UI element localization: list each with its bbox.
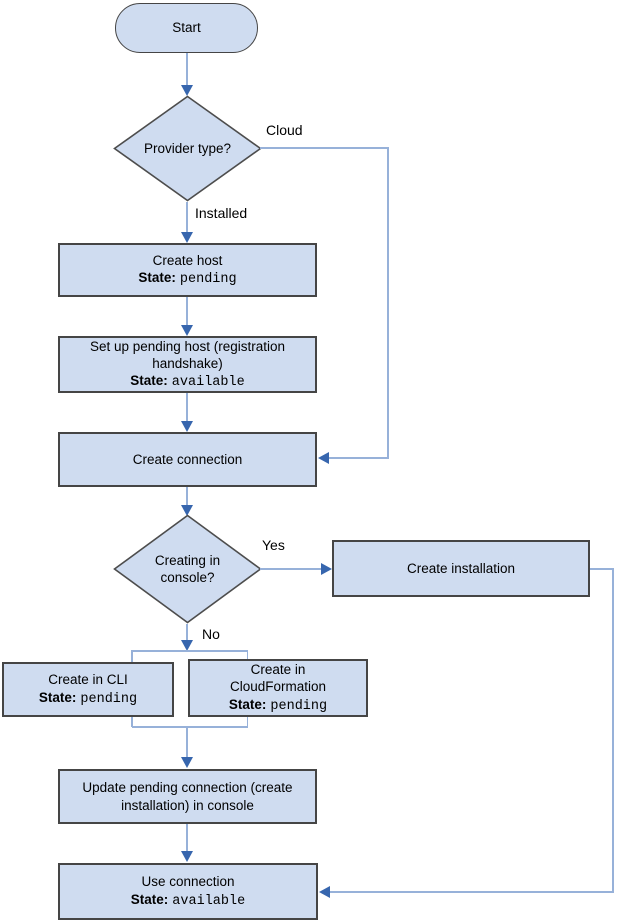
connector-cloud-top [260, 147, 389, 149]
edge-label-cloud: Cloud [266, 122, 303, 138]
arrowhead-down-icon [181, 421, 193, 432]
node-use-connection: Use connection State:available [58, 863, 318, 920]
use-connection-state: State:available [131, 891, 245, 910]
bracket-top-right-stub [246, 650, 248, 661]
update-pending-connection-title: Update pending connection (create instal… [82, 780, 293, 813]
node-create-connection: Create connection [58, 432, 317, 487]
connector-start-provider [186, 53, 188, 86]
diamond-shape [113, 514, 262, 624]
bracket-bottom-left-stub [131, 717, 133, 727]
arrowhead-down-icon [181, 757, 193, 768]
connector-installation-into-use [330, 891, 614, 893]
create-in-cli-state: State:pending [39, 689, 137, 708]
connector-update-use [186, 824, 188, 851]
connector-yes [260, 568, 321, 570]
state-value: pending [179, 272, 237, 287]
node-create-host: Create host State:pending [58, 243, 317, 297]
node-provider-type: Provider type? [113, 95, 262, 202]
arrowhead-down-icon [181, 505, 193, 516]
arrowhead-down-icon [181, 325, 193, 336]
node-create-installation: Create installation [332, 540, 590, 597]
create-installation-title: Create installation [406, 560, 516, 576]
state-label: State: [130, 891, 169, 907]
bracket-bottom-horizontal [132, 726, 248, 728]
edge-label-yes: Yes [262, 537, 285, 553]
connector-installation-exit [590, 568, 614, 570]
connector-no [186, 624, 188, 640]
arrowhead-down-icon [181, 85, 193, 96]
node-start: Start [115, 3, 258, 53]
connector-merge-update [186, 727, 188, 757]
create-connection-title: Create connection [132, 451, 243, 467]
node-start-label: Start [172, 20, 201, 36]
edge-label-installed: Installed [195, 205, 248, 221]
creating-in-console-text: Creating in console? [154, 552, 221, 585]
bracket-top-left-stub [131, 650, 133, 663]
arrowhead-down-icon [181, 851, 193, 862]
create-host-state: State:pending [138, 269, 236, 288]
state-label: State: [130, 373, 168, 389]
edge-label-no: No [202, 626, 220, 642]
connector-installation-vertical [612, 568, 614, 892]
connector-host-setup [186, 297, 188, 325]
node-creating-in-console: Creating in console? [113, 514, 262, 624]
create-in-cloudformation-title: Create in CloudFormation [229, 662, 327, 695]
create-host-title: Create host [152, 252, 223, 268]
arrowhead-right-icon [321, 563, 332, 575]
provider-type-text: Provider type? [143, 140, 232, 156]
connector-connection-console [186, 487, 188, 505]
node-setup-pending-host: Set up pending host (registration handsh… [58, 336, 317, 393]
connector-cloud-vertical [387, 147, 389, 459]
connector-provider-createhost [186, 202, 188, 233]
state-value: pending [270, 698, 328, 714]
arrowhead-down-icon [181, 232, 193, 243]
node-create-in-cloudformation: Create in CloudFormation State:pending [188, 659, 368, 717]
state-label: State: [228, 696, 267, 712]
setup-pending-host-title: Set up pending host (registration handsh… [89, 338, 286, 371]
state-value: available [172, 893, 246, 909]
state-label: State: [38, 689, 77, 705]
arrowhead-left-icon [318, 452, 329, 464]
state-value: pending [80, 691, 138, 707]
node-creating-in-console-label: Creating in console? [113, 514, 262, 624]
arrowhead-down-icon [181, 640, 193, 651]
state-value: available [171, 375, 245, 391]
node-create-in-cli: Create in CLI State:pending [2, 662, 174, 717]
arrowhead-left-icon [319, 886, 330, 898]
use-connection-title: Use connection [141, 874, 235, 890]
bracket-top-horizontal [132, 650, 248, 652]
connector-setup-connection [186, 393, 188, 421]
setup-pending-host-state: State:available [130, 372, 244, 391]
node-provider-type-label: Provider type? [113, 95, 262, 202]
create-in-cloudformation-state: State:pending [229, 696, 327, 715]
node-update-pending-connection: Update pending connection (create instal… [58, 769, 317, 824]
diamond-shape [113, 95, 262, 202]
connector-cloud-into-connection [329, 457, 389, 459]
create-in-cli-title: Create in CLI [48, 672, 128, 688]
state-label: State: [138, 270, 176, 285]
bracket-bottom-right-stub [246, 717, 248, 727]
